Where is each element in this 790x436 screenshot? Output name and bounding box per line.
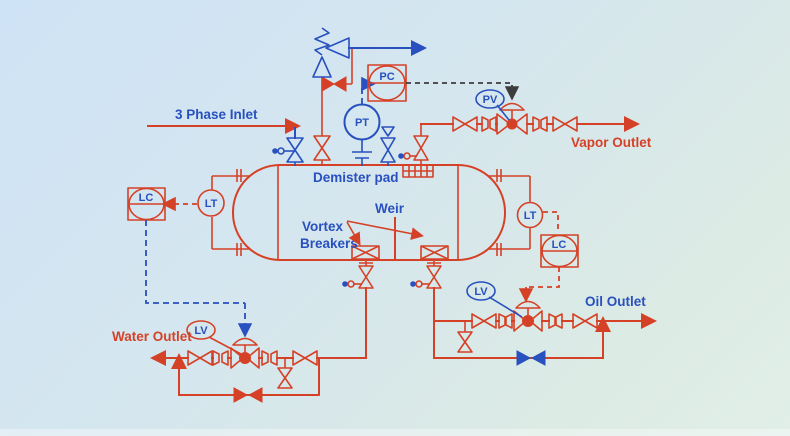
- pv-tag: PV: [483, 94, 498, 106]
- oil-cv-actuator: [515, 300, 541, 309]
- pc-to-pv-signal: [406, 82, 520, 101]
- vortex-leader-left: [346, 221, 361, 246]
- level-transmitter-right: LT: [516, 201, 559, 229]
- water-drain-valve: [277, 358, 293, 389]
- oil-nozzle-valve: [410, 260, 442, 359]
- vapor-outlet-label: Vapor Outlet: [571, 135, 652, 150]
- water-outlet-label: Water Outlet: [112, 329, 192, 344]
- vapor-cv-actuator: [499, 102, 525, 111]
- bottom-fade: [0, 429, 790, 436]
- separator-vessel: Demister pad Weir Vortex Breakers: [232, 164, 506, 261]
- lt-right-tag: LT: [524, 210, 537, 222]
- pressure-controller: PC: [367, 64, 407, 102]
- level-transmitter-left: LT: [161, 189, 225, 217]
- vortex-breaker-right: [420, 245, 449, 260]
- lt-left-tag: LT: [205, 198, 218, 210]
- vortex-breakers-label-line1: Vortex: [302, 219, 344, 234]
- oil-block-valve-2: [572, 313, 598, 329]
- oil-block-valve-1: [471, 313, 497, 329]
- water-cv-actuator: [232, 337, 258, 346]
- oil-outlet-train: LV Oil Outlet: [433, 281, 646, 366]
- vapor-block-valve-2: [552, 116, 578, 132]
- water-bypass-line: [178, 357, 320, 396]
- vortex-breakers-label-line2: Breakers: [300, 236, 358, 251]
- right-level-bridle: [489, 169, 531, 256]
- lt-to-lc-signal-right: [543, 211, 559, 229]
- oil-drain-valve: [457, 321, 473, 353]
- lc-right-tag: LC: [552, 239, 567, 251]
- lv-oil-tag: LV: [474, 286, 488, 298]
- lv-oil-leader: [488, 296, 523, 318]
- pc-tag: PC: [379, 71, 394, 83]
- left-level-bridle: [211, 169, 249, 256]
- psv-inlet-valve: [313, 78, 331, 166]
- vapor-nozzle-valve: [398, 124, 429, 166]
- lv-water-tag: LV: [194, 325, 208, 337]
- inlet-hand-valve: [272, 137, 304, 166]
- weir-label: Weir: [375, 201, 405, 216]
- inlet-line: 3 Phase Inlet: [147, 107, 301, 139]
- vapor-control-valve: [496, 102, 528, 135]
- psv-spring: [314, 27, 330, 56]
- water-block-valve-1: [292, 350, 318, 366]
- inlet-label: 3 Phase Inlet: [175, 107, 258, 122]
- pressure-transmitter-assembly: PT: [343, 76, 381, 166]
- pv-bubble: [475, 89, 505, 109]
- level-controller-right: LC: [540, 234, 579, 268]
- lv-oil-bubble: [466, 281, 496, 301]
- water-control-valve: [230, 337, 260, 369]
- psv-body: [312, 56, 332, 78]
- oil-control-valve: [513, 300, 543, 332]
- oil-bypass-valve: [516, 350, 546, 366]
- vapor-outlet-train: PV Vapor Outlet: [420, 89, 652, 150]
- vent-valve: [380, 126, 396, 166]
- pv-leader: [496, 104, 510, 121]
- lc-to-lv-signal-oil-1: [527, 267, 560, 288]
- vapor-block-valve-1: [452, 116, 478, 132]
- lv-water-bubble: [186, 320, 216, 340]
- lc-to-lv-signal-water-1: [145, 220, 245, 304]
- water-nozzle-valve: [342, 260, 374, 359]
- pressure-safety-valve: [312, 27, 427, 78]
- vortex-breaker-left: [351, 245, 380, 260]
- lc-left-tag: LC: [139, 192, 154, 204]
- lv-water-leader: [208, 336, 242, 355]
- water-outlet-train: LV Water Outlet: [112, 320, 367, 403]
- water-block-valve-2: [187, 350, 213, 366]
- water-bypass-valve: [233, 387, 263, 403]
- level-controller-left: LC: [127, 187, 166, 221]
- demister-label: Demister pad: [313, 170, 399, 185]
- oil-outlet-label: Oil Outlet: [585, 294, 646, 309]
- psv-outlet-port: [325, 37, 350, 59]
- psv-bypass-valve: [321, 48, 353, 92]
- vortex-leader-right: [346, 220, 424, 240]
- pt-to-pc-signal: [361, 76, 376, 104]
- demister-pad-symbol: [402, 164, 434, 178]
- pt-tag: PT: [355, 117, 369, 129]
